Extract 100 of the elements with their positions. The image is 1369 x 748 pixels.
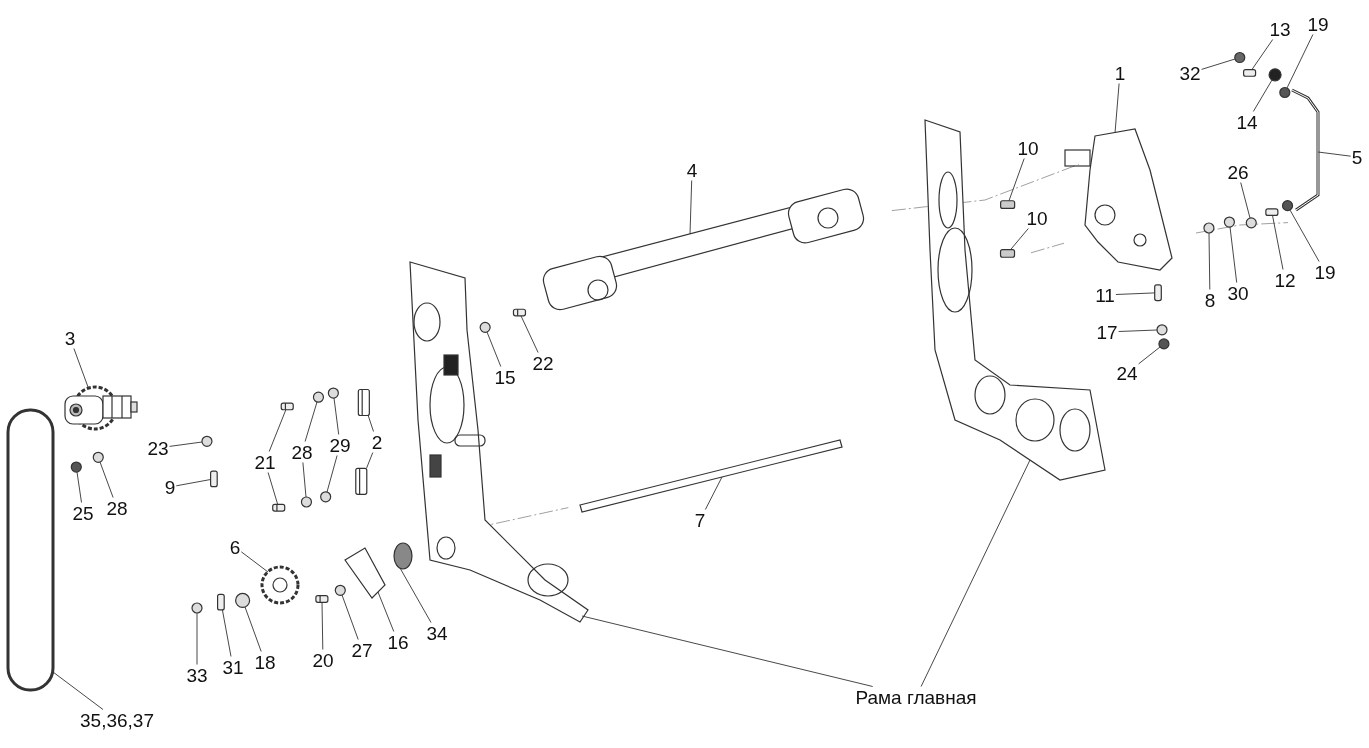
callout-number: 19: [1313, 261, 1337, 283]
leader-line: [304, 401, 318, 442]
callout-number: 3: [63, 327, 77, 349]
washer-drawing: [320, 491, 332, 503]
callout-number: 21: [253, 451, 277, 473]
callout-number: 31: [221, 656, 245, 678]
callout-number: 10: [1025, 207, 1049, 229]
callout-number: 12: [1273, 269, 1297, 291]
leader-line: [1272, 214, 1284, 270]
ball-drawing: [1268, 68, 1282, 82]
nut-drawing: [1158, 338, 1170, 350]
leader-line: [1208, 232, 1211, 290]
part-label: Рама главная: [854, 686, 978, 708]
callout-number: 26: [1226, 161, 1250, 183]
washer-drawing: [191, 602, 203, 614]
leader-line: [196, 612, 198, 665]
callout-number: 7: [693, 509, 707, 531]
bolt-drawing: [512, 308, 527, 317]
callout-number: 18: [253, 651, 277, 673]
leader-line: [175, 479, 212, 487]
callout-number: 32: [1178, 62, 1202, 84]
sprocket-drawing: [260, 565, 300, 605]
leader-line: [244, 606, 262, 652]
pipe-drawing: [1291, 88, 1320, 212]
leader-line: [920, 459, 1031, 687]
bushing-drawing: [235, 592, 251, 608]
leader-line: [366, 452, 374, 469]
leader-line: [367, 415, 374, 432]
callout-number: 15: [493, 366, 517, 388]
leader-line: [399, 567, 432, 623]
leader-line: [581, 615, 874, 687]
washer-drawing: [201, 435, 213, 447]
callout-number: 13: [1268, 18, 1292, 40]
leader-line: [1010, 228, 1029, 250]
callout-number: 30: [1226, 282, 1250, 304]
shaft-drawing: [540, 185, 867, 313]
washer-drawing: [1245, 217, 1257, 229]
leader-line: [268, 409, 287, 452]
leader-line: [52, 671, 104, 710]
leader-line: [1115, 292, 1156, 295]
bolt-drawing: [272, 503, 286, 512]
leader-line: [1286, 34, 1314, 89]
frame-drawing: [409, 261, 589, 623]
callout-number: 5: [1350, 146, 1364, 168]
leader-line: [1240, 182, 1251, 219]
callout-number: 10: [1016, 137, 1040, 159]
washer-drawing: [334, 584, 346, 596]
leader-line: [1289, 209, 1320, 262]
leader-line: [267, 472, 279, 505]
callout-number: 29: [328, 434, 352, 456]
leader-line: [333, 397, 340, 435]
callout-number: 27: [350, 639, 374, 661]
leader-line: [704, 476, 723, 510]
washer-drawing: [300, 496, 313, 508]
callout-number: 19: [1306, 13, 1330, 35]
bearing-drawing: [393, 542, 413, 570]
leader-line: [302, 462, 307, 498]
washer-drawing: [327, 387, 339, 399]
leader-line: [486, 331, 502, 367]
leader-line: [326, 455, 338, 493]
gearbox-drawing: [1064, 128, 1173, 271]
cap-nut-drawing: [1234, 51, 1246, 64]
callout-number: 11: [1094, 284, 1116, 306]
leader-line: [1229, 226, 1238, 283]
callout-number: 28: [290, 441, 314, 463]
callout-number: 23: [146, 437, 170, 459]
leader-line: [99, 461, 114, 498]
bracket-drawing: [357, 388, 370, 417]
leader-line: [76, 471, 82, 503]
bracket-drawing: [355, 467, 368, 495]
leader-line: [1118, 329, 1158, 332]
pin-drawing: [210, 470, 218, 488]
callout-number: 9: [163, 476, 177, 498]
callout-number: 6: [228, 536, 242, 558]
belt-drawing: [6, 408, 55, 692]
pin-drawing: [1154, 284, 1162, 302]
bolt-drawing: [315, 595, 329, 603]
leader-line: [377, 591, 395, 632]
leader-line: [520, 315, 539, 353]
callout-number: 2: [370, 431, 384, 453]
nut-drawing: [70, 461, 82, 473]
leader-line: [240, 551, 269, 573]
callout-number: 24: [1115, 362, 1139, 384]
nut-drawing: [1281, 200, 1294, 212]
leader-line: [341, 594, 359, 640]
washer-drawing: [92, 451, 104, 463]
callout-number: 34: [425, 622, 449, 644]
clip-drawing: [1000, 200, 1016, 210]
leader-line: [321, 601, 324, 650]
washer-drawing: [1203, 222, 1215, 234]
washer-drawing: [312, 391, 325, 403]
leader-line: [689, 180, 693, 235]
callout-number: 17: [1095, 321, 1119, 343]
callout-number: 16: [386, 631, 410, 653]
callout-number: 4: [685, 159, 699, 181]
callout-number: 8: [1203, 289, 1217, 311]
bolt-drawing: [280, 402, 294, 411]
leader-line: [1252, 79, 1273, 112]
washer-drawing: [1156, 324, 1168, 336]
callout-number: 35,36,37: [79, 709, 155, 731]
